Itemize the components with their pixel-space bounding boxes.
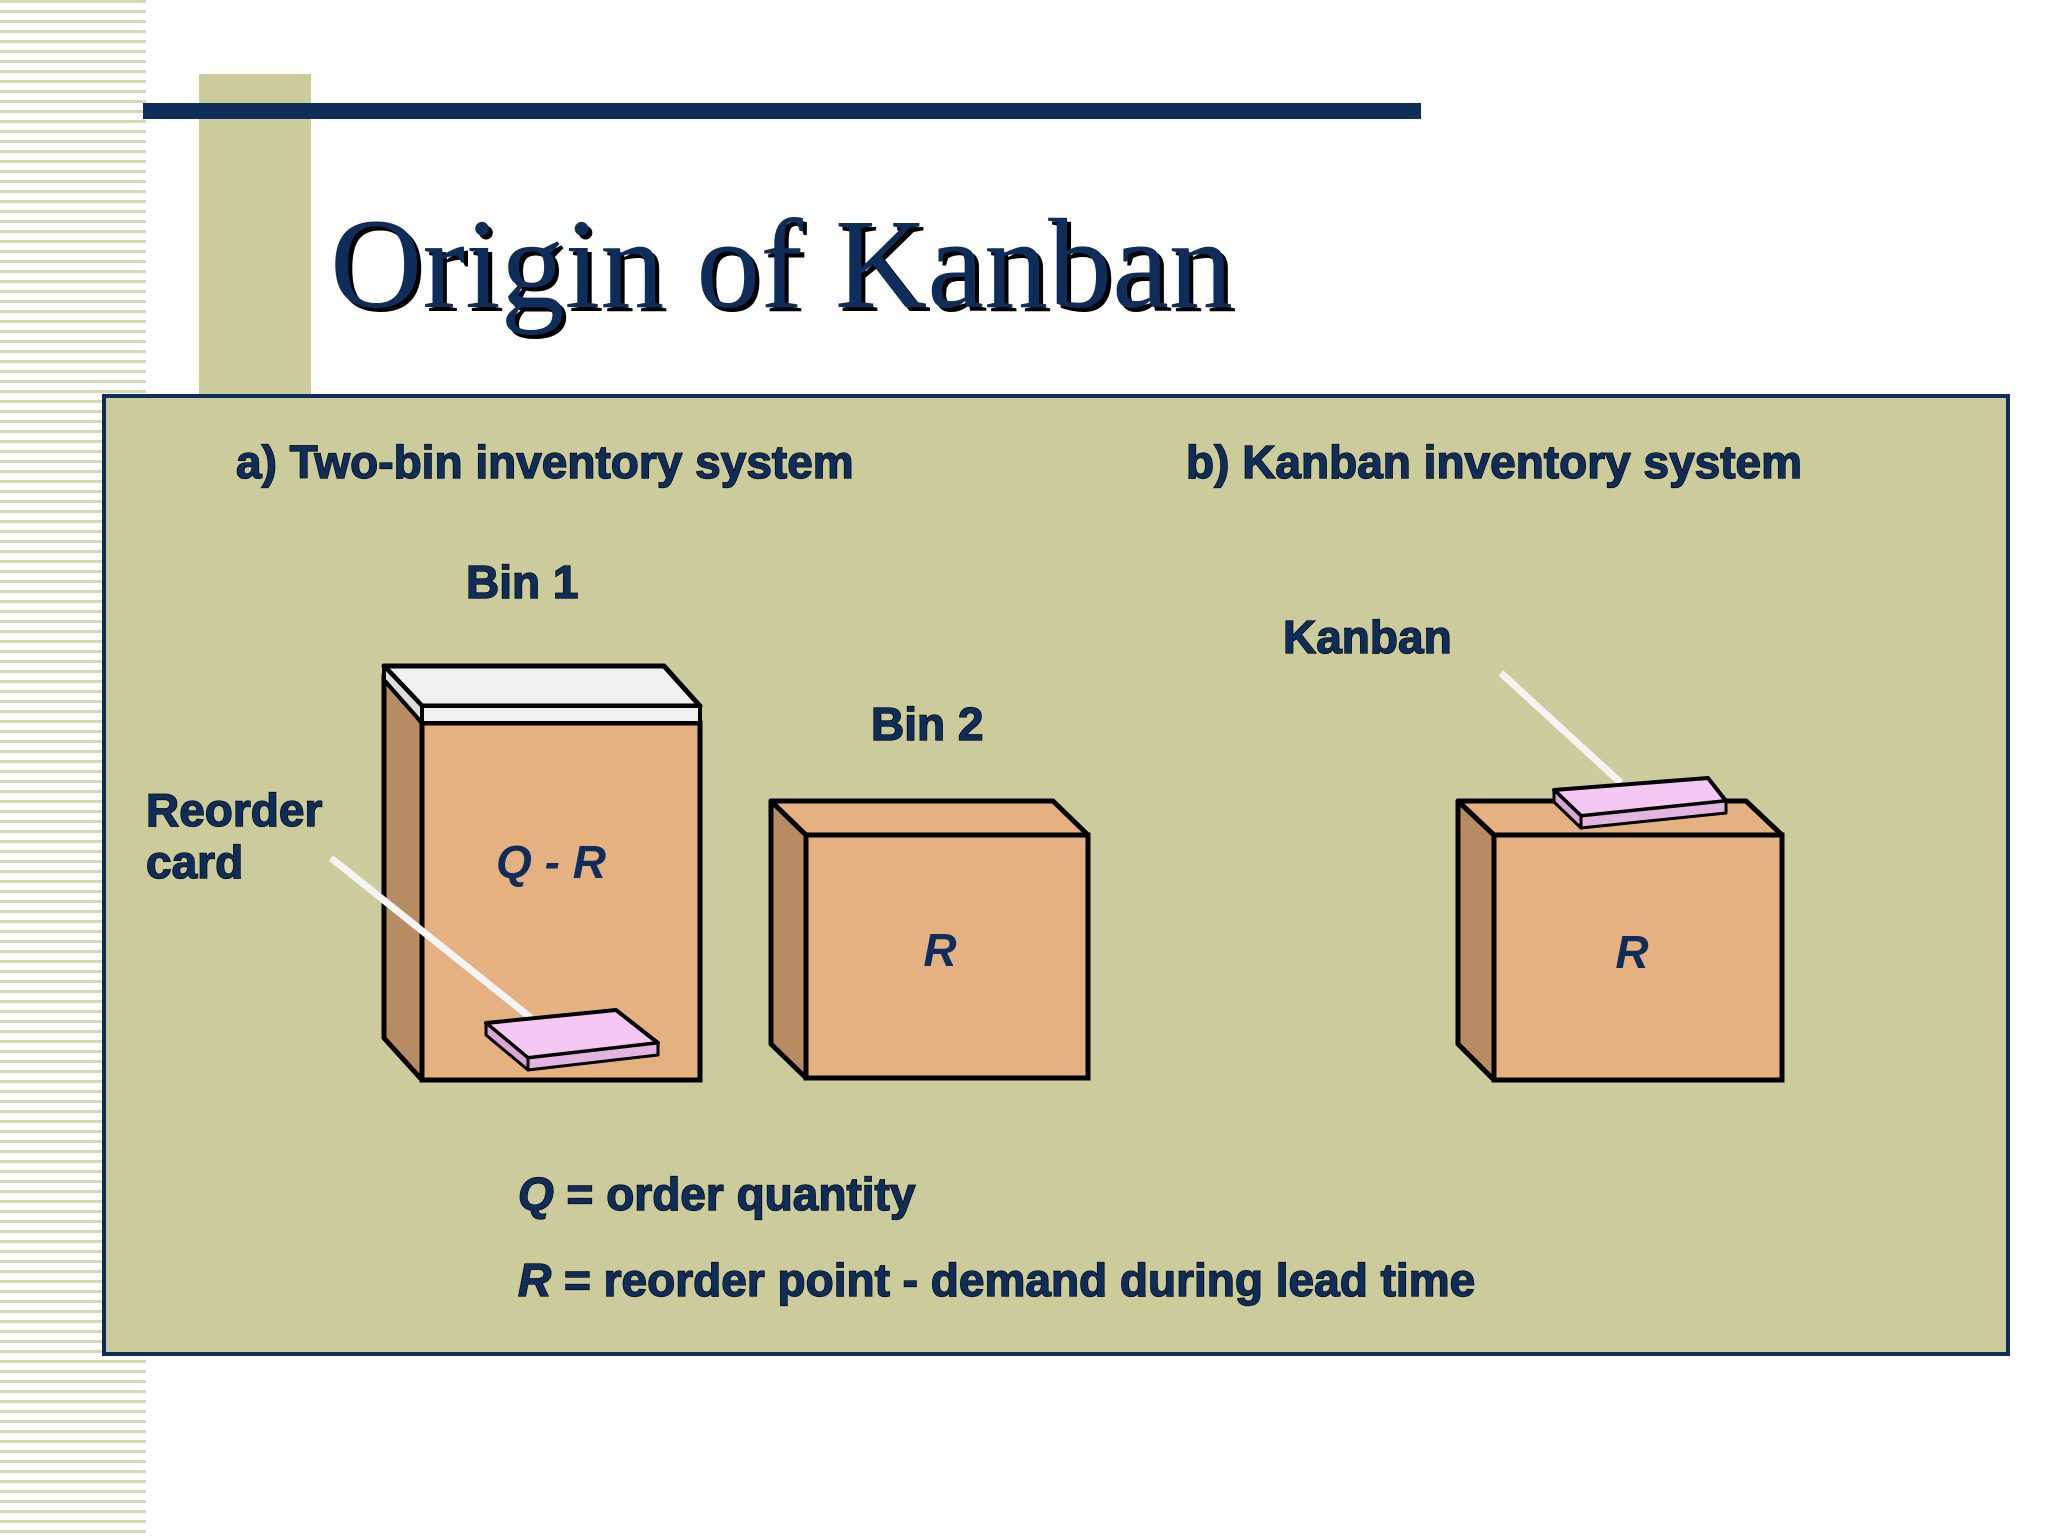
legend-q-symbol: Q (518, 1168, 554, 1220)
bin-2-label: Bin 2 (871, 698, 983, 750)
legend-q-text: = order quantity (554, 1168, 916, 1220)
kanban-bin-side (1455, 798, 1497, 1083)
bin-2: R (768, 798, 1091, 1081)
kanban-card-edge (1579, 799, 1728, 830)
title-rule (143, 103, 1421, 119)
reorder-card-pointer (328, 855, 534, 1021)
bin-1: Q - R (381, 663, 703, 1083)
legend-r-text: = reorder point - demand during lead tim… (551, 1254, 1475, 1306)
slide-title: Origin of Kanban (330, 193, 1233, 335)
title-accent-block (199, 74, 311, 394)
bin-2-top (768, 798, 1091, 838)
diagram-panel: a) Two-bin inventory system b) Kanban in… (102, 394, 2010, 1356)
kanban-pointer (1498, 670, 1624, 786)
legend-q: Q = order quantity (518, 1168, 916, 1220)
bin-1-lid-top (381, 663, 703, 709)
bin-2-content: R (923, 924, 956, 976)
reorder-card-label-line-1: Reorder (146, 784, 322, 836)
section-a-heading: a) Two-bin inventory system (236, 436, 854, 488)
kanban-bin-front (1491, 832, 1785, 1083)
kanban-card (1552, 776, 1728, 830)
bin-1-label: Bin 1 (466, 556, 578, 608)
kanban-label: Kanban (1283, 611, 1452, 663)
reorder-card (484, 1008, 660, 1072)
kanban-diagram: a) Two-bin inventory system b) Kanban in… (145, 435, 1802, 1306)
kanban-bin-content: R (1615, 926, 1648, 978)
kanban-bin: R (1455, 798, 1785, 1083)
bin-2-front (803, 832, 1091, 1081)
bin-1-lid-front (420, 704, 702, 725)
bin-1-side (381, 672, 425, 1083)
reorder-card-edge (526, 1041, 660, 1072)
legend-r: R = reorder point - demand during lead t… (518, 1254, 1475, 1306)
bin-2-side (768, 798, 809, 1081)
reorder-card-label-line-2: card (146, 836, 243, 888)
legend-r-symbol: R (518, 1254, 551, 1306)
bin-1-content: Q - R (496, 836, 606, 888)
section-b-heading: b) Kanban inventory system (1186, 436, 1802, 488)
